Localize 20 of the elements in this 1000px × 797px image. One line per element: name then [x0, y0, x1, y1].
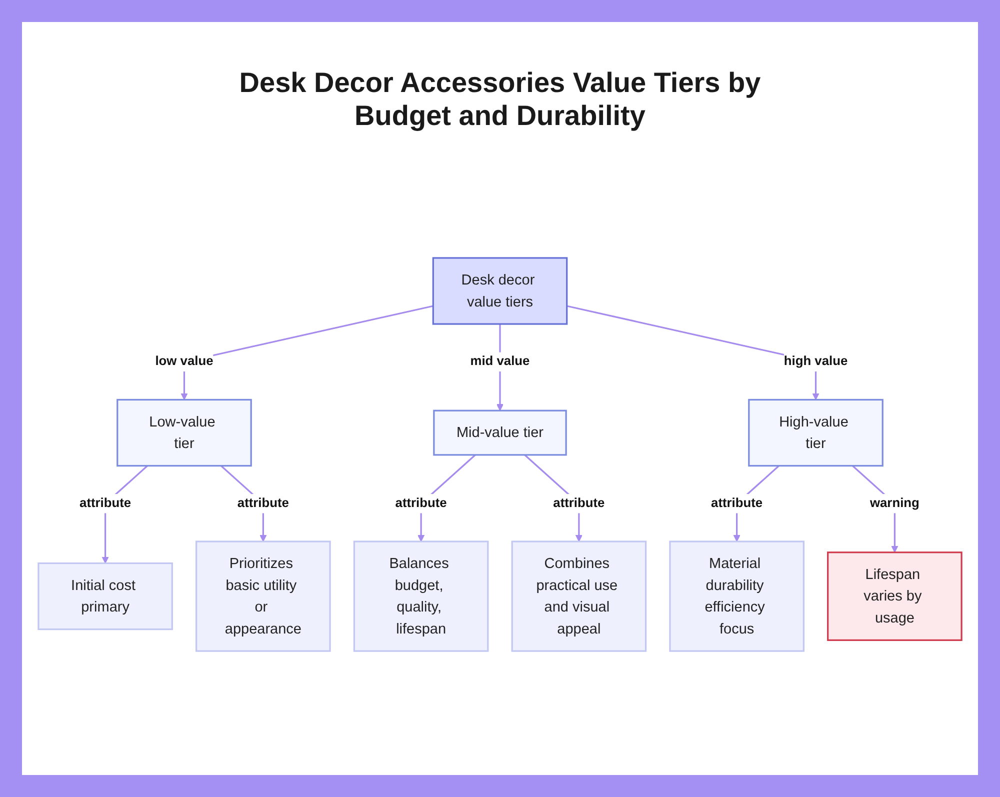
diagram-title: Desk Decor Accessories Value Tiers by Budget and Durability	[238, 66, 762, 132]
edge-label: attribute	[553, 496, 605, 510]
edge-label: attribute	[237, 496, 289, 510]
edge-label: low value	[155, 354, 214, 368]
node-box: Initial cost primary	[38, 562, 173, 630]
edge-label: attribute	[711, 496, 763, 510]
edge-label: warning	[870, 496, 920, 510]
node-box: High-value tier	[748, 398, 884, 467]
node-box: Lifespan varies by usage	[827, 552, 962, 641]
node-box: Material durability efficiency focus	[669, 540, 804, 652]
edge-label: high value	[784, 354, 848, 368]
edge-label: attribute	[395, 496, 447, 510]
edge-label: attribute	[80, 496, 132, 510]
node-box: Balances budget, quality, lifespan	[353, 540, 489, 652]
node-box: Combines practical use and visual appeal	[511, 540, 647, 652]
node-box: Prioritizes basic utility or appearance	[196, 540, 331, 652]
node-box: Low-value tier	[116, 398, 252, 467]
node-box: Mid-value tier	[433, 410, 567, 456]
edge-label: mid value	[470, 354, 530, 368]
node-box: Desk decor value tiers	[432, 257, 568, 325]
